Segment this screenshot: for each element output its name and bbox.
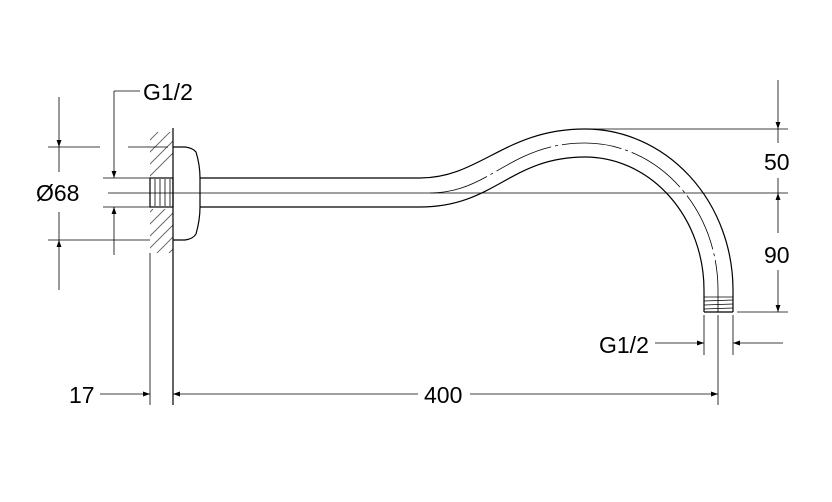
flange-diameter-dimension: Ø68	[36, 97, 168, 290]
wall-thread	[149, 177, 174, 208]
wall-thread-dimension: G1/2	[103, 79, 193, 255]
wall-flange	[173, 146, 201, 241]
wall-thread-label: G1/2	[143, 79, 193, 105]
shower-arm-pipe	[200, 128, 734, 313]
projection-label: 400	[424, 382, 462, 408]
flange-diameter-label: Ø68	[36, 180, 79, 206]
wall-offset-dimension: 17	[69, 382, 150, 408]
outlet-thread-dimension: G1/2	[599, 315, 783, 358]
wall-offset-label: 17	[69, 382, 95, 408]
height-dimensions: 50 90	[764, 80, 790, 312]
rise-label: 50	[764, 149, 790, 175]
wall	[149, 128, 174, 405]
drop-label: 90	[764, 242, 790, 268]
outlet-thread	[703, 296, 734, 310]
outlet-thread-label: G1/2	[599, 332, 649, 358]
projection-dimension: 400	[173, 315, 719, 408]
